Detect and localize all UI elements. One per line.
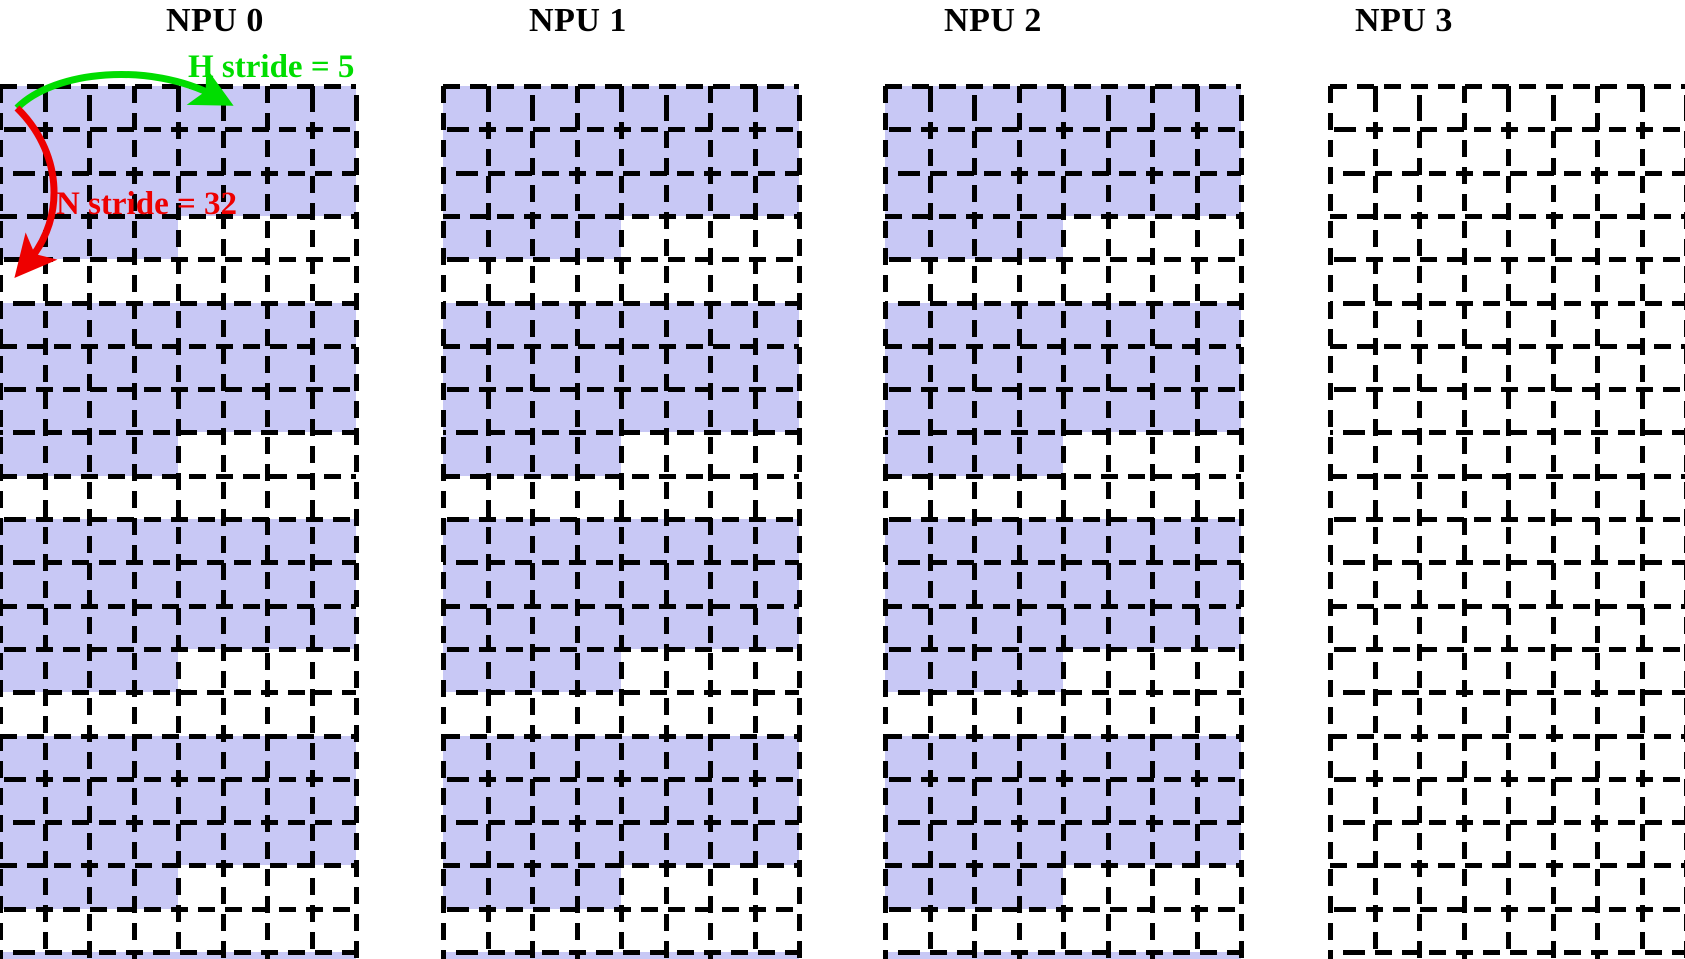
grid-line-vertical (883, 86, 888, 959)
n-stride-label: N stride = 32 (56, 186, 238, 222)
npu-grid-1 (441, 84, 802, 959)
panel-title-npu-0: NPU 0 (166, 2, 264, 39)
grid-line-vertical (354, 86, 359, 959)
panel-title-npu-3: NPU 3 (1355, 2, 1453, 39)
grid-lines-3 (1328, 84, 1685, 959)
h-stride-label: H stride = 5 (188, 49, 355, 85)
grid-lines-2 (883, 84, 1244, 959)
grid-line-vertical (1595, 86, 1600, 959)
grid-line-vertical (1016, 86, 1022, 959)
grid-line-vertical (1461, 86, 1467, 959)
grid-line-vertical (485, 86, 491, 959)
grid-line-vertical (87, 86, 92, 959)
grid-line-vertical (797, 86, 802, 959)
grid-line-vertical (1639, 86, 1645, 959)
grid-line-vertical (441, 86, 446, 959)
grid-line-vertical (927, 86, 933, 959)
grid-line-vertical (574, 86, 580, 959)
grid-line-vertical (1550, 86, 1556, 959)
grid-line-vertical (972, 86, 977, 959)
grid-line-vertical (1061, 86, 1066, 959)
grid-line-vertical (663, 86, 669, 959)
grid-line-vertical (1239, 86, 1244, 959)
grid-line-vertical (752, 86, 758, 959)
grid-line-vertical (1372, 86, 1378, 959)
grid-line-vertical (265, 86, 270, 959)
grid-line-vertical (220, 86, 226, 959)
grid-line-vertical (1328, 86, 1333, 959)
grid-line-vertical (1194, 86, 1200, 959)
grid-line-vertical (708, 86, 713, 959)
grid-line-vertical (309, 86, 315, 959)
grid-line-vertical (0, 86, 3, 959)
grid-line-vertical (619, 86, 624, 959)
grid-lines-1 (441, 84, 802, 959)
grid-line-vertical (176, 86, 181, 959)
grid-line-vertical (131, 86, 137, 959)
grid-line-vertical (42, 86, 48, 959)
grid-line-vertical (1506, 86, 1511, 959)
npu-grid-0 (0, 84, 359, 959)
grid-line-vertical (1417, 86, 1422, 959)
grid-line-vertical (1105, 86, 1111, 959)
panel-title-npu-2: NPU 2 (944, 2, 1042, 39)
panel-title-npu-1: NPU 1 (529, 2, 627, 39)
npu-grid-2 (883, 84, 1244, 959)
grid-line-vertical (1150, 86, 1155, 959)
grid-line-vertical (530, 86, 535, 959)
npu-grid-3 (1328, 84, 1685, 959)
grid-lines-0 (0, 84, 359, 959)
